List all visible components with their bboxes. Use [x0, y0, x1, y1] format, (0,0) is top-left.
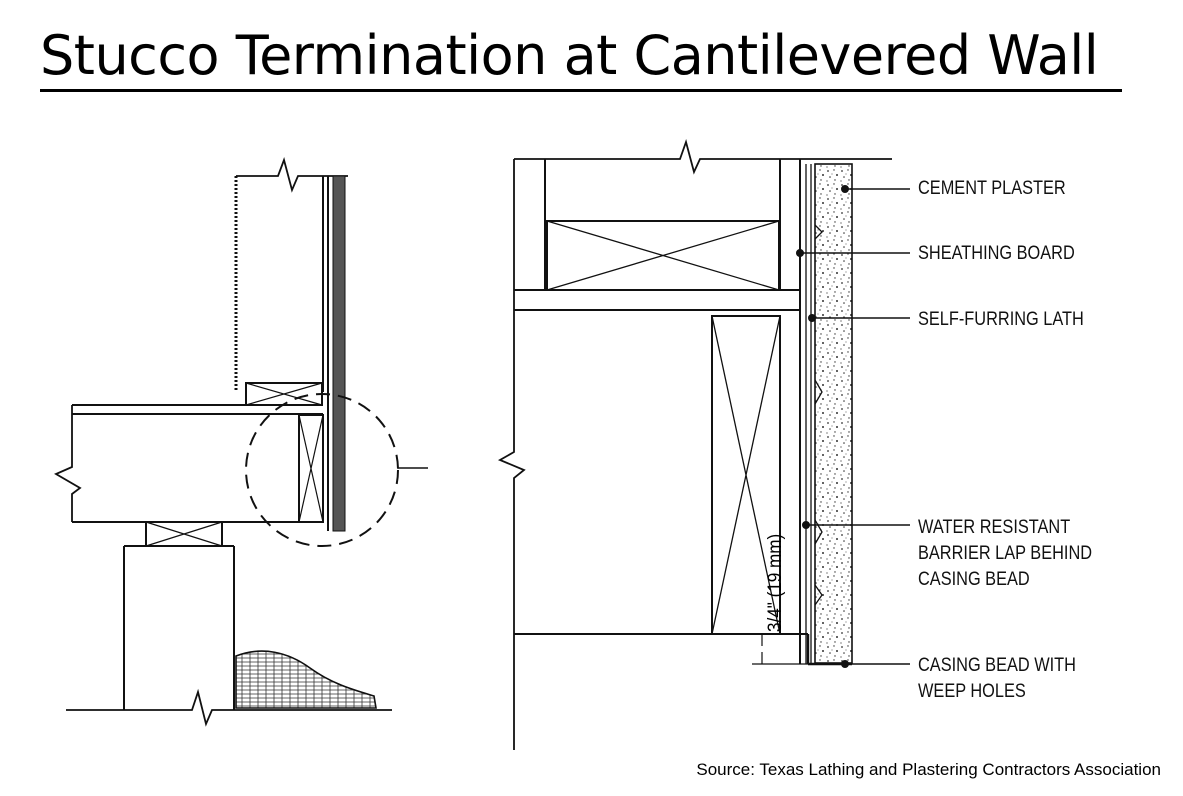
page-title: Stucco Termination at Cantilevered Wall [40, 24, 1099, 87]
callout-casing-line-1: CASING BEAD WITH [918, 655, 1076, 676]
beam-block-cross [145, 521, 223, 547]
left-detail [54, 157, 428, 727]
exterior-finish-band [332, 175, 346, 532]
callout-wrb-line-3: CASING BEAD [918, 569, 1030, 590]
upper-wall-top-break [236, 157, 348, 193]
foundation-wall [123, 545, 235, 710]
sill-plate-cross [245, 382, 323, 406]
detail-circle [245, 393, 399, 547]
lath-zigzag [814, 224, 823, 606]
floor-left-break [54, 405, 82, 522]
rim-joist [298, 414, 324, 523]
callout-casing-line-2: WEEP HOLES [918, 681, 1026, 702]
callout-wrb-line-2: BARRIER LAP BEHIND [918, 543, 1093, 564]
header-block-cross [546, 220, 780, 291]
callout-sheathing-board: SHEATHING BOARD [918, 243, 1075, 264]
left-break-line [497, 159, 526, 750]
source-credit: Source: Texas Lathing and Plastering Con… [696, 760, 1161, 779]
cement-plaster [814, 163, 853, 664]
callout-wrb-line-1: WATER RESISTANT [918, 517, 1071, 538]
dimension-label: 3/4" (19 mm) [765, 533, 786, 632]
grade-mound [235, 650, 377, 709]
title-underline [40, 89, 1122, 92]
rim-joist-cross [298, 414, 324, 523]
right-detail [497, 138, 910, 750]
callout-self-furring-lath: SELF-FURRING LATH [918, 309, 1084, 330]
rim-joist-block-cross [711, 315, 781, 635]
callout-cement-plaster: CEMENT PLASTER [918, 178, 1066, 199]
top-break-line [514, 138, 892, 175]
ground-line [66, 688, 392, 727]
